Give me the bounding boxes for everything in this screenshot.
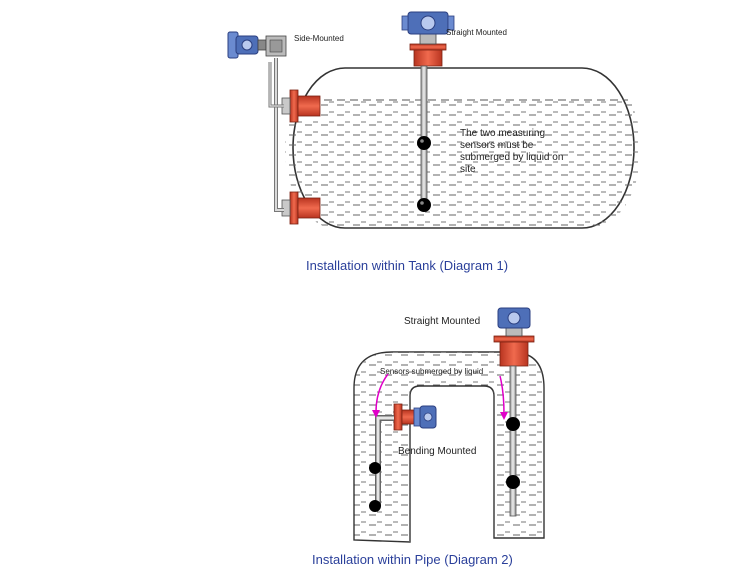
sensor-dot-icon [417, 198, 431, 212]
submerged-arrow-left [372, 373, 389, 418]
diagram1-caption: Installation within Tank (Diagram 1) [306, 258, 509, 273]
sensor-dot-icon [506, 417, 520, 431]
transmitter-icon [413, 405, 437, 429]
transmitter-icon [401, 11, 455, 35]
capillary-line [274, 58, 284, 212]
side-nozzle-lower [281, 191, 321, 225]
pipe-straight-mounted-label: Straight Mounted [404, 316, 481, 327]
sensor-note: The two measuring sensors must be submer… [460, 128, 564, 175]
diagram2-caption: Installation within Pipe (Diagram 2) [312, 552, 513, 567]
sensor-dot-icon [369, 500, 381, 512]
sensor-dot-icon [369, 462, 381, 474]
sensors-submerged-label: Sensors submerged by liquid [380, 367, 484, 376]
pipe-diagram [353, 307, 545, 543]
submerged-arrow-right [499, 375, 508, 420]
sensor-dot-icon [506, 475, 520, 489]
sensor-dot-icon [417, 136, 431, 150]
tank-diagram [227, 11, 641, 229]
side-mounted-label: Side-Mounted [294, 34, 344, 43]
straight-mounted-label: Straight Mounted [446, 28, 507, 37]
bending-mounted-label: Bending Mounted [398, 446, 477, 457]
transmitter-icon [227, 31, 287, 59]
probe-rod [509, 365, 517, 517]
transmitter-icon [497, 307, 531, 329]
pipe-top-nozzle [493, 327, 535, 367]
top-nozzle [409, 33, 447, 67]
